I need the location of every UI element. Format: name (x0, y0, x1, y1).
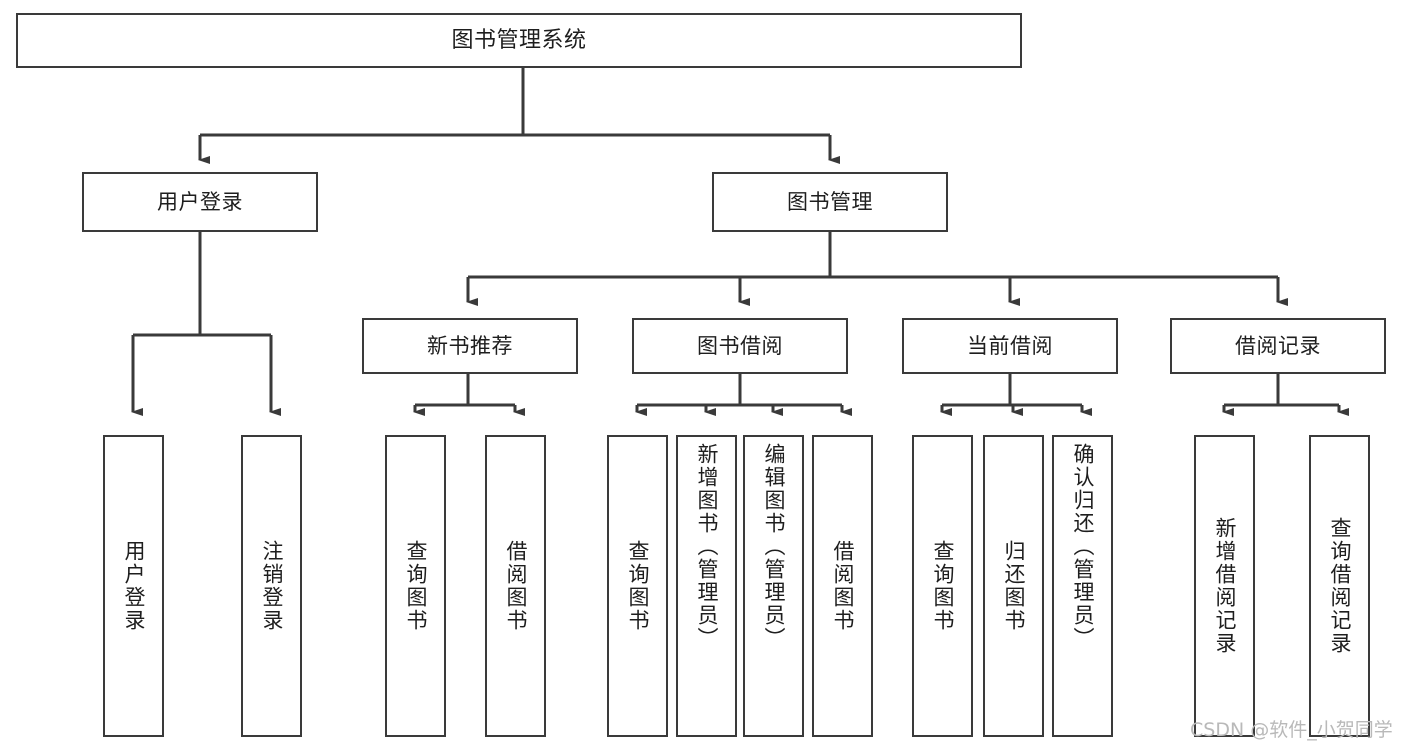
node-label: 当前借阅 (967, 333, 1053, 358)
node-label: 查询图书 (403, 540, 428, 632)
node-label: 借阅图书 (503, 540, 528, 632)
leaf-query-book-borrow[interactable]: 查询图书 (607, 435, 668, 737)
node-label: 用户登录 (157, 189, 243, 214)
node-label: 查询借阅记录 (1327, 517, 1352, 655)
leaf-add-book-admin[interactable]: 新增图书（管理员） (676, 435, 737, 737)
node-new-book-recommend[interactable]: 新书推荐 (362, 318, 578, 374)
node-label: 查询图书 (930, 540, 955, 632)
node-root-system[interactable]: 图书管理系统 (16, 13, 1022, 68)
node-label: 图书管理系统 (451, 27, 587, 53)
node-label: 用户登录 (121, 540, 146, 632)
node-label: 借阅图书 (830, 540, 855, 632)
leaf-query-book-recommend[interactable]: 查询图书 (385, 435, 446, 737)
leaf-user-logout[interactable]: 注销登录 (241, 435, 302, 737)
node-user-login[interactable]: 用户登录 (82, 172, 318, 232)
leaf-user-login[interactable]: 用户登录 (103, 435, 164, 737)
leaf-query-borrow-record[interactable]: 查询借阅记录 (1309, 435, 1370, 737)
node-label: 图书管理 (787, 189, 873, 214)
node-label: 图书借阅 (697, 333, 783, 358)
leaf-borrow-book[interactable]: 借阅图书 (812, 435, 873, 737)
leaf-add-borrow-record[interactable]: 新增借阅记录 (1194, 435, 1255, 737)
leaf-edit-book-admin[interactable]: 编辑图书（管理员） (743, 435, 804, 737)
leaf-borrow-book-recommend[interactable]: 借阅图书 (485, 435, 546, 737)
node-label: 新增借阅记录 (1212, 517, 1237, 655)
node-label: 归还图书 (1001, 540, 1026, 632)
node-borrow-record[interactable]: 借阅记录 (1170, 318, 1386, 374)
node-book-management[interactable]: 图书管理 (712, 172, 948, 232)
node-label: 编辑图书（管理员） (761, 443, 786, 650)
node-label: 确认归还（管理员） (1070, 443, 1095, 650)
node-label: 借阅记录 (1235, 333, 1321, 358)
node-label: 新书推荐 (427, 333, 513, 358)
node-label: 注销登录 (259, 540, 284, 632)
node-label: 新增图书（管理员） (694, 443, 719, 650)
node-label: 查询图书 (625, 540, 650, 632)
csdn-watermark: CSDN @软件_小贺同学 (1190, 719, 1393, 741)
leaf-query-book-current[interactable]: 查询图书 (912, 435, 973, 737)
leaf-confirm-return-admin[interactable]: 确认归还（管理员） (1052, 435, 1113, 737)
node-current-borrow[interactable]: 当前借阅 (902, 318, 1118, 374)
node-book-borrow[interactable]: 图书借阅 (632, 318, 848, 374)
leaf-return-book[interactable]: 归还图书 (983, 435, 1044, 737)
